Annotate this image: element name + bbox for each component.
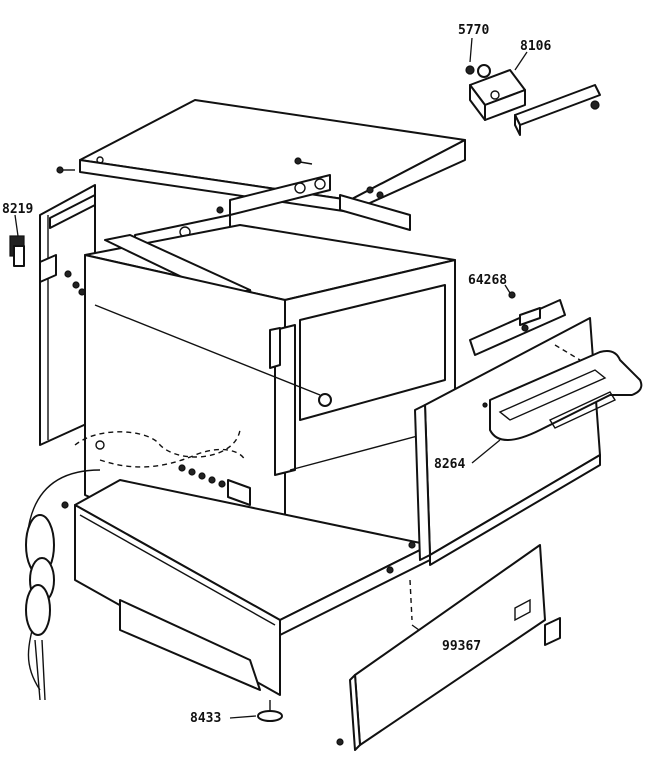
door-handle-8264 [471,344,643,464]
callout-99367: 99367 [442,639,481,654]
valve-hardware-row [178,464,251,506]
leveling-foot-8433 [229,700,283,722]
callout-5770: 5770 [458,23,489,38]
callout-8106: 8106 [520,39,551,54]
toe-panel [336,544,561,751]
nut-washer-5770 [465,37,491,78]
callout-8219: 8219 [2,202,33,217]
callout-64268: 64268 [468,273,507,288]
hinge-bracket-8106 [469,51,601,136]
door-bracket-64268 [469,284,566,356]
base-pan [61,479,431,696]
hose-routing [74,429,246,468]
callout-8264: 8264 [434,457,465,472]
power-cord [25,469,101,701]
clip-8219 [9,214,25,267]
callout-8433: 8433 [190,711,221,726]
door-rod [94,304,332,450]
